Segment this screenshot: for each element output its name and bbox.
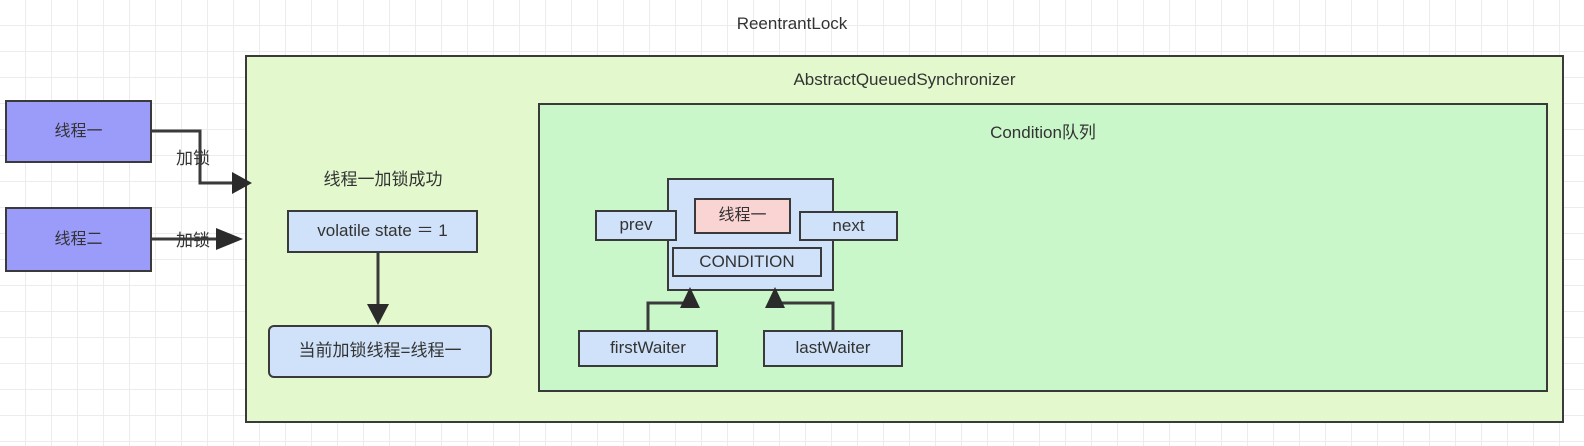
lock-edge-label-thread-two: 加锁 [176,231,210,250]
last-waiter-box[interactable]: lastWaiter [763,330,903,367]
condition-queue-title: Condition队列 [990,123,1096,142]
volatile-state-box[interactable]: volatile state ＝ 1 [287,210,478,253]
reentrantlock-title: ReentrantLock [736,14,848,33]
lock-edge-label-thread-one: 加锁 [176,149,210,168]
condition-waitstatus-box[interactable]: CONDITION [672,247,822,277]
current-locking-thread-box[interactable]: 当前加锁线程=线程一 [268,325,492,378]
prev-pointer-box[interactable]: prev [595,210,677,241]
arrowhead-thread-two [216,228,243,250]
next-pointer-box[interactable]: next [799,211,898,241]
lock-success-note: 线程一加锁成功 [323,170,443,189]
node-thread-box[interactable]: 线程一 [694,198,791,234]
abstract-queued-synchronizer-title: AbstractQueuedSynchronizer [793,70,1016,89]
thread-two-box[interactable]: 线程二 [5,207,152,272]
first-waiter-box[interactable]: firstWaiter [578,330,718,367]
thread-one-box[interactable]: 线程一 [5,100,152,163]
